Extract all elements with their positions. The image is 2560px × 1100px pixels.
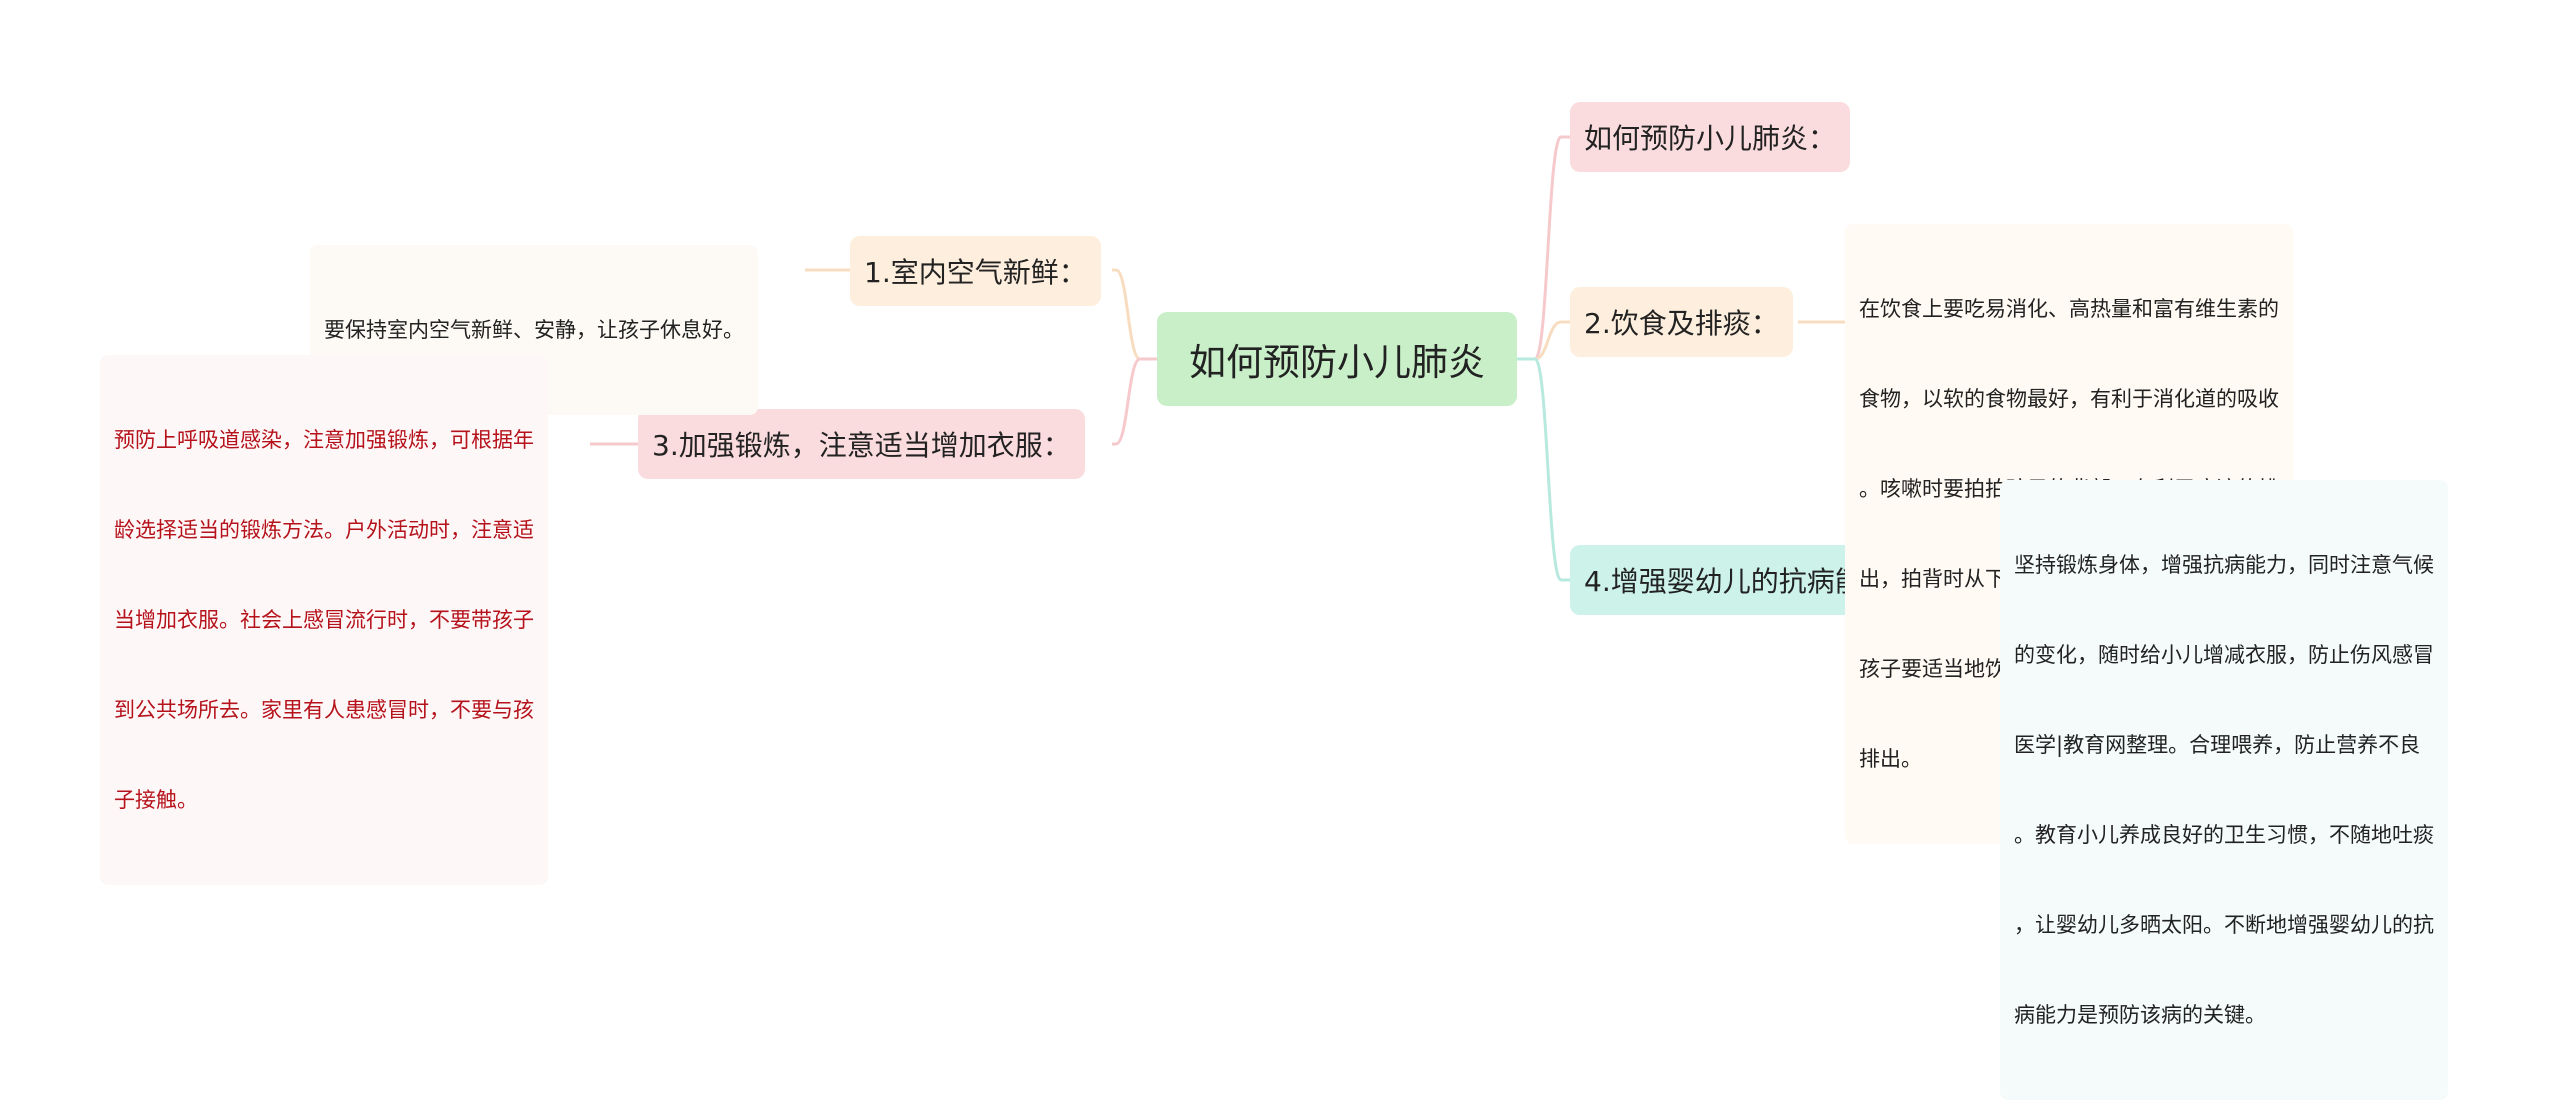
detail-line: 的变化，随时给小儿增减衣服，防止伤风感冒 — [2014, 643, 2434, 667]
branch-right-1[interactable]: 如何预防小儿肺炎： — [1570, 102, 1851, 172]
detail-right-4: 坚持锻炼身体，增强抗病能力，同时注意气候 的变化，随时给小儿增减衣服，防止伤风感… — [2000, 480, 2448, 1100]
link-center-to-left-1 — [1112, 268, 1157, 361]
detail-line: 龄选择适当的锻炼方法。户外活动时，注意适 — [114, 518, 534, 542]
detail-line: 。教育小儿养成良好的卫生习惯，不随地吐痰 — [2014, 823, 2434, 847]
detail-line: 排出。 — [1859, 747, 1922, 771]
detail-line: 预防上呼吸道感染，注意加强锻炼，可根据年 — [114, 428, 534, 452]
detail-line: 在饮食上要吃易消化、高热量和富有维生素的 — [1859, 297, 2279, 321]
branch-right-2[interactable]: 2.饮食及排痰： — [1570, 287, 1793, 357]
detail-line: 病能力是预防该病的关键。 — [2014, 1003, 2266, 1027]
detail-line: 当增加衣服。社会上感冒流行时，不要带孩子 — [114, 608, 534, 632]
detail-left-3: 预防上呼吸道感染，注意加强锻炼，可根据年 龄选择适当的锻炼方法。户外活动时，注意… — [100, 355, 548, 885]
detail-line: 医学|教育网整理。合理喂养，防止营养不良 — [2014, 733, 2421, 757]
link-center-to-left-3 — [1112, 357, 1157, 446]
connector-lines — [590, 135, 2000, 582]
link-center-to-right-1 — [1517, 135, 1570, 361]
branch-left-1[interactable]: 1.室内空气新鲜： — [850, 236, 1101, 306]
detail-line: 食物，以软的食物最好，有利于消化道的吸收 — [1859, 387, 2279, 411]
detail-line: ，让婴幼儿多晒太阳。不断地增强婴幼儿的抗 — [2014, 913, 2434, 937]
central-topic[interactable]: 如何预防小儿肺炎 — [1157, 312, 1517, 406]
mindmap-canvas: 如何预防小儿肺炎 如何预防小儿肺炎： 2.饮食及排痰： 4.增强婴幼儿的抗病能力… — [114, 102, 2448, 1100]
detail-line: 子接触。 — [114, 788, 198, 812]
detail-line: 到公共场所去。家里有人患感冒时，不要与孩 — [114, 698, 534, 722]
link-center-to-right-3 — [1517, 357, 1570, 582]
branch-left-3[interactable]: 3.加强锻炼，注意适当增加衣服： — [638, 409, 1085, 479]
detail-line: 坚持锻炼身体，增强抗病能力，同时注意气候 — [2014, 553, 2434, 577]
detail-line: 要保持室内空气新鲜、安静，让孩子休息好。 — [324, 318, 744, 342]
